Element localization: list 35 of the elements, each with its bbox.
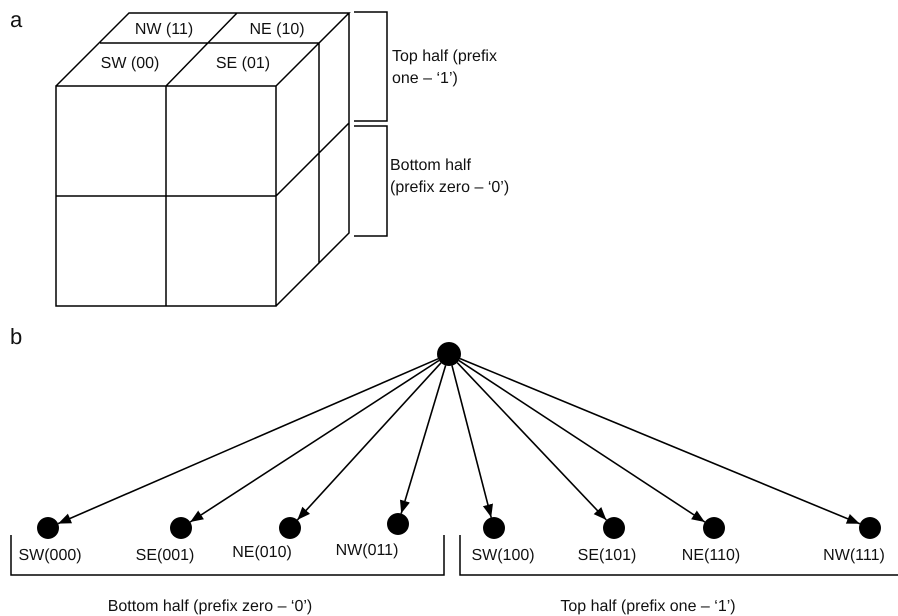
arrow bbox=[460, 358, 860, 525]
node-label: SW(000) bbox=[18, 546, 82, 565]
bracket-label: Bottom half (prefix zero – ‘0’) bbox=[108, 597, 312, 616]
node-label: NE(110) bbox=[682, 546, 740, 565]
quadrant-label: NE (10) bbox=[249, 20, 305, 39]
node-label: SE(001) bbox=[136, 546, 194, 565]
node-label: SE(101) bbox=[578, 546, 636, 565]
node-dot bbox=[859, 517, 881, 539]
node-dot bbox=[37, 517, 59, 539]
node-dot bbox=[703, 517, 725, 539]
node-label: SW(100) bbox=[471, 546, 535, 565]
node-dot bbox=[279, 517, 301, 539]
panel-letter: b bbox=[10, 325, 22, 349]
arrow bbox=[296, 362, 442, 520]
arrow bbox=[58, 358, 438, 524]
quadrant-label: SE (01) bbox=[216, 54, 270, 73]
arrow bbox=[451, 365, 493, 518]
bracket-label: Bottom half (prefix zero – ‘0’) bbox=[390, 156, 510, 198]
node-dot bbox=[170, 517, 192, 539]
node-dot bbox=[387, 513, 409, 535]
node-label: NW(111) bbox=[823, 546, 885, 565]
arrow bbox=[458, 360, 706, 523]
arrow bbox=[190, 360, 440, 523]
quadrant-label: NW (11) bbox=[134, 20, 194, 39]
node-dot bbox=[437, 342, 461, 366]
arrow bbox=[400, 365, 446, 514]
node-dot bbox=[483, 517, 505, 539]
panel-letter: a bbox=[10, 8, 22, 32]
quadrant-label: SW (00) bbox=[100, 54, 160, 73]
arrow bbox=[456, 362, 607, 521]
node-label: NW(011) bbox=[336, 541, 398, 560]
node-dot bbox=[603, 517, 625, 539]
bracket-label: Top half (prefix one – ‘1’) bbox=[560, 597, 736, 616]
bracket-label: Top half (prefix one – ‘1’) bbox=[392, 47, 498, 89]
node-label: NE(010) bbox=[232, 543, 292, 562]
